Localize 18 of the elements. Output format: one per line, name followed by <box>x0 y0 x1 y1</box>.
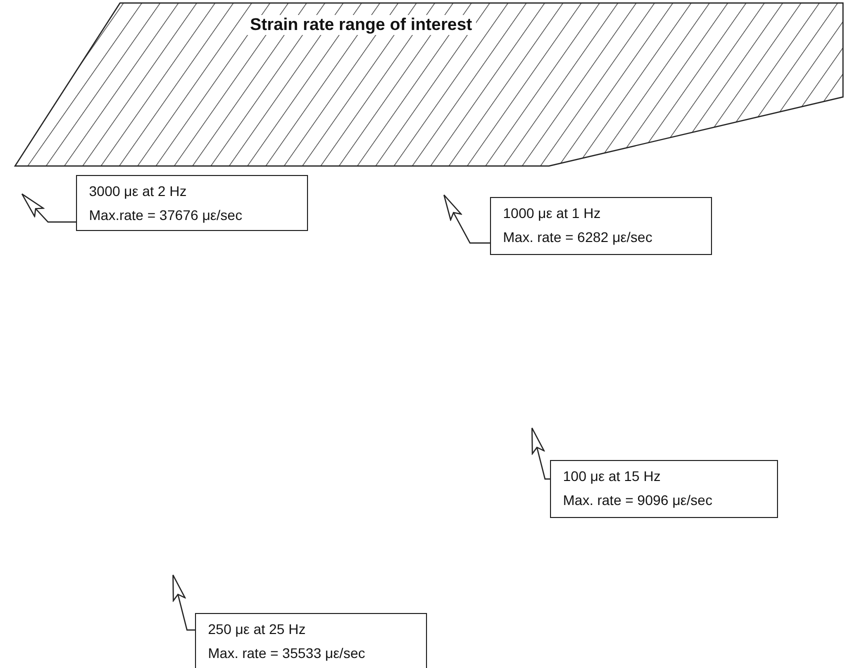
callout-box <box>550 460 778 518</box>
callout-text: 3000 με at 2 Hz <box>89 182 187 201</box>
callout-text: 1000 με at 1 Hz <box>503 204 601 223</box>
hatched-band <box>14 2 844 167</box>
leader-arrow <box>21 193 76 223</box>
callout-box <box>76 175 308 231</box>
leader-arrow <box>531 427 550 480</box>
callout-text: Max. rate = 6282 με/sec <box>503 228 652 247</box>
callout-text: 250 με at 25 Hz <box>208 620 306 639</box>
callout-box <box>490 197 712 255</box>
leader-arrow <box>443 194 490 244</box>
band-label: Strain rate range of interest <box>246 15 476 35</box>
callout-text: Max. rate = 35533 με/sec <box>208 644 366 663</box>
callout-text: 100 με at 15 Hz <box>563 467 661 486</box>
leader-arrow <box>172 574 195 631</box>
callout-box <box>195 613 427 668</box>
callout-text: Max.rate = 37676 με/sec <box>89 206 242 225</box>
callout-text: Max. rate = 9096 με/sec <box>563 491 712 510</box>
